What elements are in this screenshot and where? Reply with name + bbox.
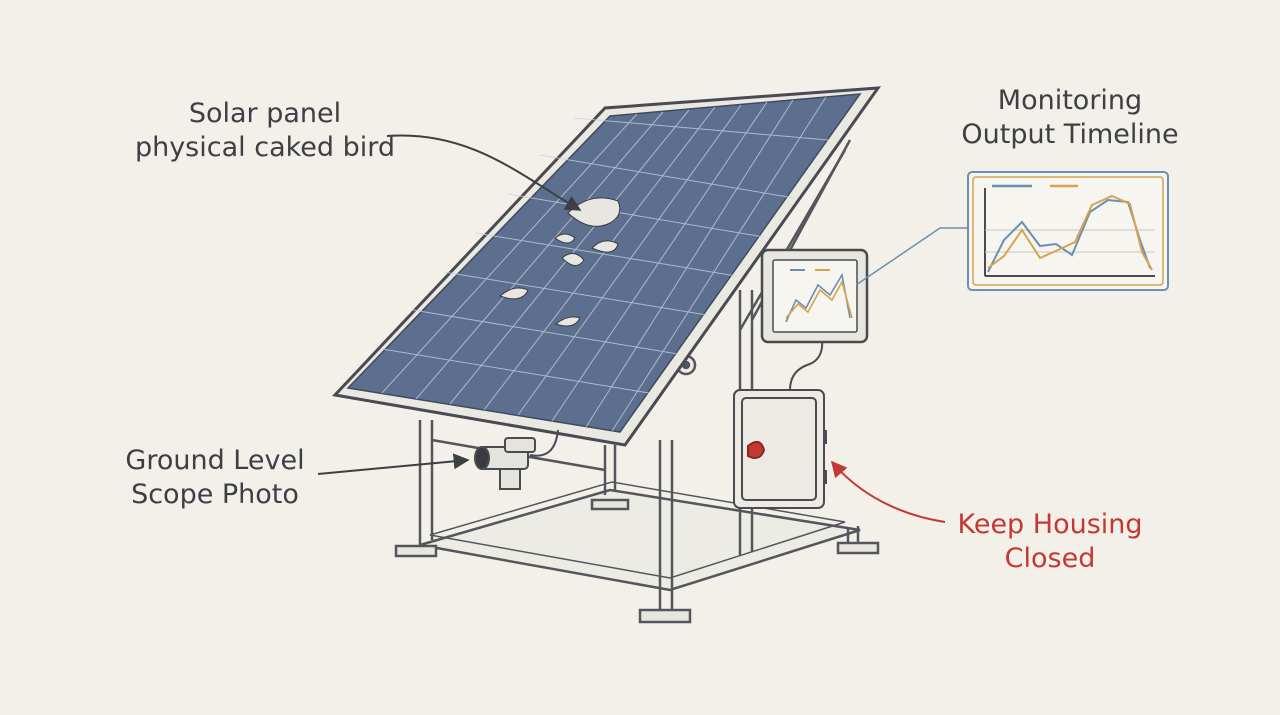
scope-label: Ground Level Scope Photo	[110, 444, 320, 512]
monitor-label: Monitoring Output Timeline	[950, 84, 1190, 152]
monitor-screen-icon	[760, 248, 869, 344]
housing-arrow	[830, 460, 946, 523]
scope-arrow	[317, 453, 470, 475]
housing-label-line1: Keep Housing	[957, 509, 1143, 540]
monitor-label-line2: Output Timeline	[961, 118, 1179, 150]
scope-label-line2: Scope Photo	[131, 478, 299, 510]
monitor-label-line1: Monitoring	[997, 85, 1143, 116]
junction-box-icon	[733, 389, 827, 509]
panel-arrow	[386, 134, 582, 211]
support-frame	[394, 139, 880, 624]
housing-label-line2: Closed	[1004, 542, 1096, 574]
monitoring-timeline-callout	[855, 171, 1169, 291]
panel-label: Solar panel physical caked bird	[130, 97, 400, 165]
camera-scope-icon	[474, 429, 559, 490]
solar-panel	[331, 86, 882, 447]
housing-label: Keep Housing Closed	[945, 508, 1155, 576]
panel-label-line1: Solar panel	[188, 98, 342, 129]
panel-label-line2: physical caked bird	[134, 131, 396, 163]
scope-label-line1: Ground Level	[125, 445, 305, 476]
